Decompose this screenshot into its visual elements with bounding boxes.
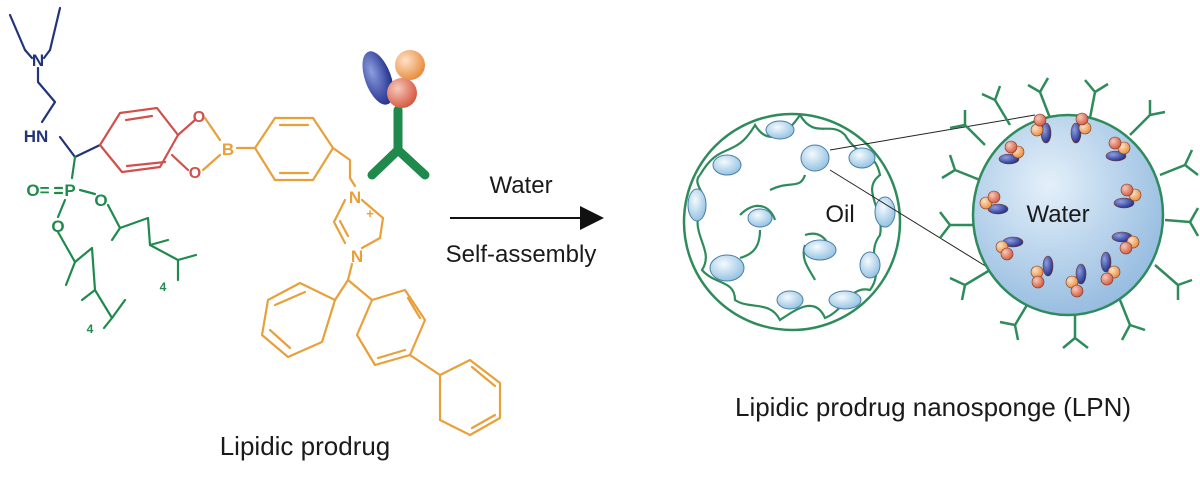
oil-label: Oil — [825, 201, 854, 228]
trityl-biphenyl-group — [260, 278, 502, 437]
diol-o2-label: O — [189, 165, 201, 182]
diethylamine-group — [8, 6, 77, 159]
phosphorus-label: P — [64, 181, 75, 200]
reaction-arrow: Water Self-assembly — [446, 172, 604, 268]
lipidic-prodrug-molecule: N HN O O B — [8, 6, 502, 437]
nanosponge-caption: Lipidic prodrug nanosponge (LPN) — [735, 392, 1131, 422]
hn-label: HN — [24, 127, 49, 146]
phosphonate-lipid-tails — [53, 155, 198, 330]
antibody-fragments — [979, 112, 1142, 298]
alpha-carbon-bond — [73, 143, 102, 159]
diol-o1-label: O — [193, 109, 205, 126]
surface-ligands — [939, 77, 1200, 349]
imid-n2-label: N — [351, 247, 363, 266]
o-b-bond-2 — [201, 153, 222, 172]
repeat-unit-1: 4 — [160, 280, 167, 294]
zoom-lines — [829, 114, 1036, 276]
arrow-label-top: Water — [489, 172, 552, 199]
phenyl-boronate-ring — [235, 116, 352, 182]
nanosponge-cross-section: Oil — [682, 112, 902, 332]
repeat-unit-2: 4 — [87, 322, 94, 336]
ester-o2-label: O — [51, 217, 64, 236]
amine-n-label: N — [32, 51, 44, 70]
antibody-icon — [362, 50, 430, 180]
water-core-label: Water — [1026, 201, 1089, 228]
o-b-bond-1 — [203, 116, 222, 142]
prodrug-caption: Lipidic prodrug — [220, 431, 391, 461]
charge-label: + — [366, 206, 374, 221]
ester-o1-label: O — [94, 191, 107, 210]
catechol-ring — [98, 106, 197, 174]
imid-n1-label: N — [349, 188, 361, 207]
boron-label: B — [222, 140, 234, 159]
lpn-particle: Water — [939, 77, 1200, 349]
imidazolium-ring — [332, 176, 385, 282]
oxo-label: O= — [26, 181, 49, 200]
arrow-label-bottom: Self-assembly — [446, 241, 597, 268]
